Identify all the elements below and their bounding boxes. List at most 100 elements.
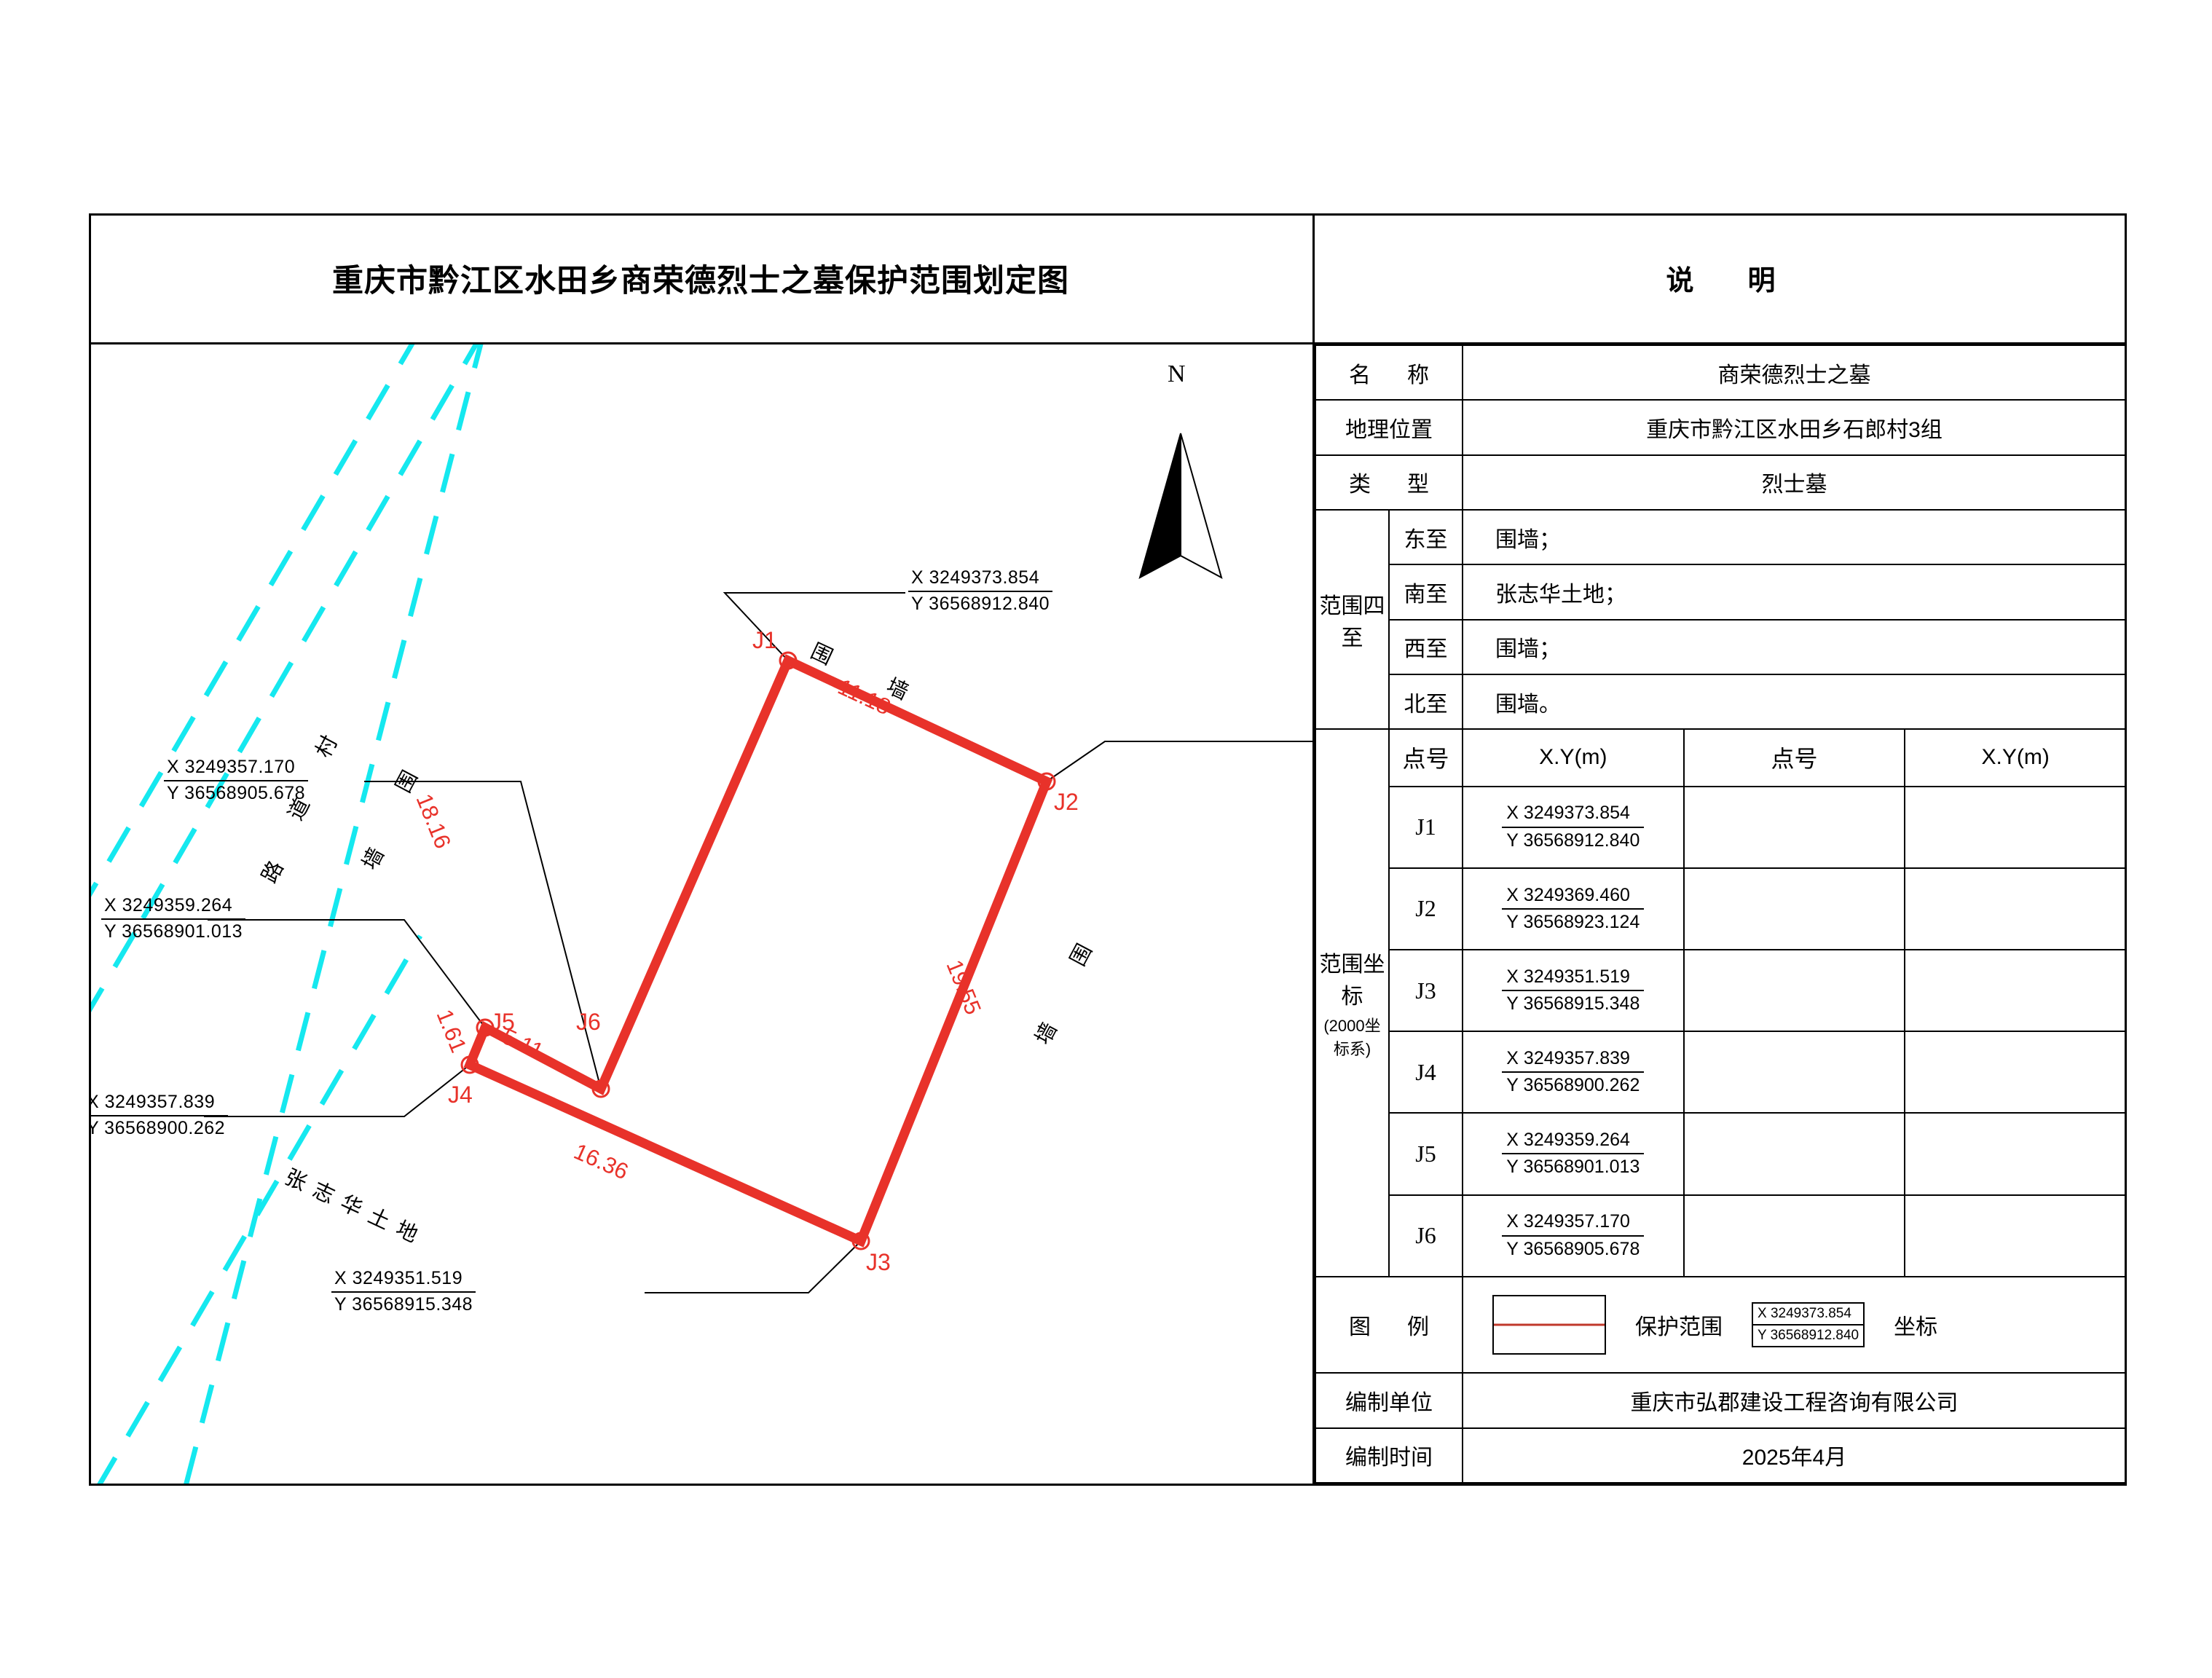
point-id-empty-6 (1682, 1194, 1906, 1277)
extent-dir-north: 北至 (1388, 673, 1463, 730)
callout-j5: X 3249359.264 Y 36568901.013 (101, 895, 246, 942)
point-coord-j3-x: X 3249351.519 (1502, 966, 1645, 991)
type-value: 烈士墓 (1462, 454, 2127, 511)
coord-header-xy-1: X.Y(m) (1462, 728, 1685, 787)
table-row-point-j2: J2 X 3249369.460 Y 36568923.124 (1315, 867, 2127, 950)
callout-j1: X 3249373.854 Y 36568912.840 (908, 567, 1053, 615)
table-row-location: 地理位置 重庆市黔江区水田乡石郎村3组 (1315, 399, 2127, 456)
page-title: 重庆市黔江区水田乡商荣德烈士之墓保护范围划定图 (332, 263, 1069, 299)
point-coord-empty-1 (1904, 785, 2127, 869)
leader-j6 (364, 781, 602, 1090)
legend-range-swatch (1492, 1294, 1606, 1355)
panel-divider (1312, 213, 1315, 1486)
vertex-label-j5: J5 (490, 1009, 515, 1035)
location-value: 重庆市黔江区水田乡石郎村3组 (1462, 399, 2127, 456)
table-row-coord-header: 范围坐标 (2000坐标系) 点号 X.Y(m) 点号 X.Y(m) (1315, 728, 2127, 1277)
point-id-empty-2 (1682, 867, 1906, 950)
legend-content: 保护范围 X 3249373.854 Y 36568912.840 坐标 (1462, 1275, 2127, 1374)
point-id-empty-3 (1682, 948, 1906, 1033)
table-row-name: 名 称 商荣德烈士之墓 (1315, 344, 2127, 401)
leader-j4 (204, 1064, 471, 1117)
legend-coord-text: 坐标 (1894, 1315, 1938, 1339)
vertex-j5 (476, 1018, 495, 1037)
point-coord-j2-y: Y 36568923.124 (1506, 911, 1640, 932)
north-arrow (1138, 433, 1223, 579)
vertex-j3 (851, 1232, 870, 1250)
location-label: 地理位置 (1315, 399, 1463, 456)
point-coord-j6-y: Y 36568905.678 (1506, 1238, 1640, 1259)
point-coord-empty-6 (1904, 1194, 2127, 1277)
table-row-legend: 图 例 保护范围 X 3249373.854 Y 36568912.840 坐标 (1315, 1275, 2127, 1374)
table-row-point-j4: J4 X 3249357.839 Y 36568900.262 (1315, 1031, 2127, 1114)
point-coord-j1: X 3249373.854 Y 36568912.840 (1462, 785, 1685, 869)
point-coord-empty-2 (1904, 867, 2127, 950)
point-coord-j5-x: X 3249359.264 (1502, 1129, 1645, 1155)
info-panel-title: 说 明 (1666, 266, 1789, 296)
table-row-type: 类 型 烈士墓 (1315, 454, 2127, 511)
table-row-extent-east: 范围四至 东至 围墙； (1315, 508, 2127, 730)
vertex-label-j1: J1 (752, 627, 777, 653)
legend-coord-symbol: X 3249373.854 Y 36568912.840 (1752, 1302, 1865, 1347)
point-coord-j5: X 3249359.264 Y 36568901.013 (1462, 1112, 1685, 1196)
point-coord-j3: X 3249351.519 Y 36568915.348 (1462, 948, 1685, 1033)
date-value: 2025年4月 (1462, 1427, 2127, 1484)
road-edge-a (184, 344, 484, 1484)
point-coord-j6-x: X 3249357.170 (1502, 1210, 1645, 1237)
point-coord-empty-4 (1904, 1031, 2127, 1114)
vertex-j1 (779, 651, 798, 670)
vertex-label-j4: J4 (448, 1082, 473, 1108)
vertex-j2 (1037, 772, 1056, 791)
point-coord-j2: X 3249369.460 Y 36568923.124 (1462, 867, 1685, 950)
table-row-extent-west: 西至 围墙； (1315, 618, 2127, 675)
vertex-j4 (460, 1055, 479, 1074)
point-coord-j4: X 3249357.839 Y 36568900.262 (1462, 1031, 1685, 1114)
point-id-j3: J3 (1388, 948, 1463, 1033)
leader-j3 (645, 1240, 862, 1293)
coord-header-point-1: 点号 (1388, 728, 1463, 787)
point-coord-empty-5 (1904, 1112, 2127, 1196)
point-coord-j4-x: X 3249357.839 (1502, 1047, 1645, 1074)
extent-desc-north: 围墙。 (1462, 673, 2127, 730)
table-row-point-j6: J6 X 3249357.170 Y 36568905.678 (1315, 1194, 2127, 1277)
vertex-label-j6: J6 (576, 1009, 601, 1035)
legend-label: 图 例 (1315, 1275, 1463, 1374)
leader-j1 (723, 592, 905, 661)
legend-range-line (1494, 1323, 1605, 1326)
extent-desc-west: 围墙； (1462, 618, 2127, 675)
vertex-j6 (591, 1079, 610, 1098)
point-coord-j2-x: X 3249369.460 (1502, 884, 1645, 910)
point-coord-j3-y: Y 36568915.348 (1506, 993, 1640, 1014)
date-label: 编制时间 (1315, 1427, 1463, 1484)
coord-header-point-2: 点号 (1682, 728, 1906, 787)
extent-dir-east: 东至 (1388, 508, 1463, 566)
table-row-date: 编制时间 2025年4月 (1315, 1427, 2127, 1484)
point-coord-j5-y: Y 36568901.013 (1506, 1157, 1640, 1178)
table-row-point-j3: J3 X 3249351.519 Y 36568915.348 (1315, 948, 2127, 1033)
extent-dir-south: 南至 (1388, 564, 1463, 621)
point-coord-j1-y: Y 36568912.840 (1506, 830, 1640, 851)
point-id-j6: J6 (1388, 1194, 1463, 1277)
point-id-empty-1 (1682, 785, 1906, 869)
legend-coord-x: X 3249373.854 (1753, 1304, 1864, 1326)
vertex-label-j2: J2 (1054, 789, 1079, 815)
coord-label-main: 范围坐标 (1319, 952, 1385, 1009)
extent-desc-east: 围墙； (1462, 508, 2127, 566)
org-label: 编制单位 (1315, 1372, 1463, 1429)
vertex-label-j3: J3 (866, 1249, 891, 1275)
callout-j3: X 3249351.519 Y 36568915.348 (331, 1268, 476, 1315)
table-row-extent-south: 南至 张志华土地； (1315, 564, 2127, 621)
point-coord-j4-y: Y 36568900.262 (1506, 1075, 1640, 1096)
callout-j4: X 3249357.839 Y 36568900.262 (91, 1092, 229, 1139)
protection-boundary (463, 654, 1053, 1248)
point-id-empty-5 (1682, 1112, 1906, 1196)
road-edge-west (91, 344, 415, 897)
point-id-empty-4 (1682, 1031, 1906, 1114)
leader-j2 (1046, 741, 1312, 782)
legend-range-text: 保护范围 (1635, 1315, 1723, 1339)
coord-header-xy-2: X.Y(m) (1904, 728, 2127, 787)
title-divider (89, 342, 2127, 344)
road-edge-filler (91, 931, 138, 1012)
extent-desc-south: 张志华土地； (1462, 564, 2127, 621)
point-id-j4: J4 (1388, 1031, 1463, 1114)
type-label: 类 型 (1315, 454, 1463, 511)
